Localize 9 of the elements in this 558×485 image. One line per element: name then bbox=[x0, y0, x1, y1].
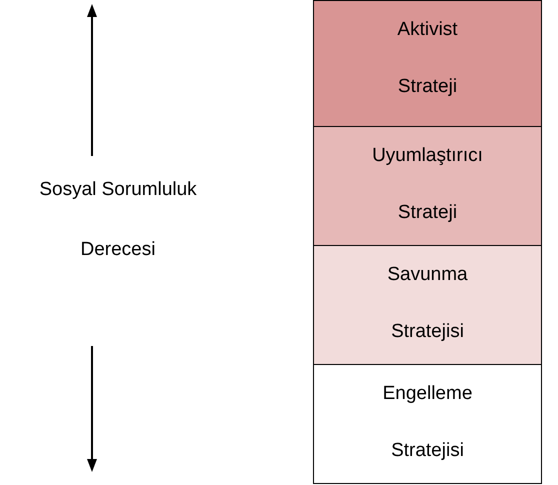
strategy-label: Uyumlaştırıcı Strateji bbox=[371, 144, 484, 225]
strategy-box bbox=[313, 245, 542, 365]
strategy-label: Savunma Stratejisi bbox=[386, 263, 469, 344]
axis-label: Sosyal Sorumluluk Derecesi bbox=[38, 178, 198, 262]
strategy-box bbox=[313, 126, 542, 246]
strategy-box bbox=[313, 364, 542, 484]
strategy-label: Engelleme Stratejisi bbox=[382, 382, 474, 463]
strategy-box bbox=[313, 0, 542, 127]
strategy-label: Aktivist Strateji bbox=[396, 18, 459, 99]
